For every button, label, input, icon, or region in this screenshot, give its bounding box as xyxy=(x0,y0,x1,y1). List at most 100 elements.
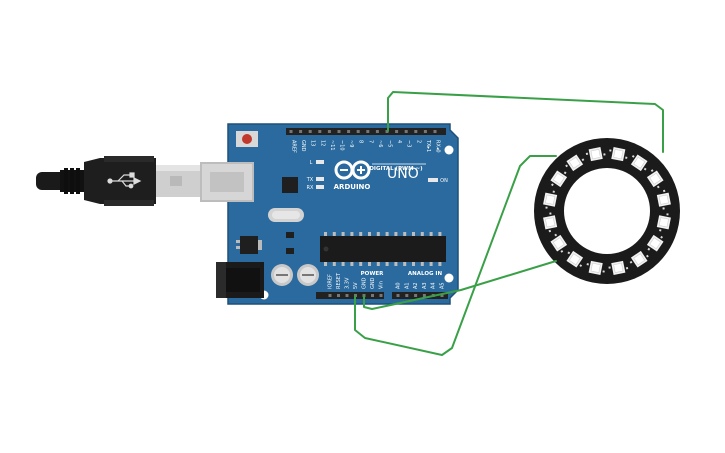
digital-pin-hole[interactable] xyxy=(423,130,427,133)
analog-label: ANALOG IN xyxy=(408,271,443,277)
digital-pin-label: 7 xyxy=(367,140,373,143)
chip-leg xyxy=(332,262,336,266)
power-pin-label: GND xyxy=(370,277,376,289)
neopixel-led xyxy=(550,170,568,188)
analog-pin-label: A4 xyxy=(431,282,437,289)
chip-leg xyxy=(341,232,345,236)
usb-cable[interactable] xyxy=(36,156,202,206)
digital-header-label: DIGITAL (PWM ~) xyxy=(369,166,423,172)
power-pin-label: 3.3V xyxy=(345,277,351,289)
wire-gnd[interactable] xyxy=(363,260,557,310)
chip-leg xyxy=(420,232,424,236)
digital-pin-hole[interactable] xyxy=(318,130,322,133)
neopixel-led xyxy=(608,260,629,275)
chip-leg xyxy=(324,232,327,236)
digital-pin-label: 4 xyxy=(396,140,402,143)
digital-pin-label: 12 xyxy=(319,140,325,146)
power-header xyxy=(316,292,384,299)
neopixel-led xyxy=(656,213,671,232)
digital-pin-hole[interactable] xyxy=(375,130,379,133)
analog-pin-label: A2 xyxy=(413,282,419,289)
neopixel-led xyxy=(586,260,605,275)
chip-leg xyxy=(438,232,442,236)
digital-pin-label: RX◂0 xyxy=(435,140,441,153)
neopixel-ring[interactable] xyxy=(534,138,680,284)
chip-leg xyxy=(368,262,371,266)
digital-pin-label: GND xyxy=(300,140,306,152)
chip-leg xyxy=(403,262,407,266)
chip-leg xyxy=(359,262,363,266)
digital-pin-hole[interactable] xyxy=(366,130,370,133)
chip-leg xyxy=(350,232,354,236)
digital-pin-label: ~5 xyxy=(387,140,393,147)
digital-pin-hole[interactable] xyxy=(433,130,437,133)
chip-leg xyxy=(368,232,371,236)
led-l: L xyxy=(310,160,324,166)
capacitor xyxy=(271,264,293,286)
digital-pin-hole[interactable] xyxy=(337,130,341,133)
chip-leg xyxy=(350,262,354,266)
neopixel-led xyxy=(566,250,584,268)
neopixel-led xyxy=(543,212,558,233)
chip-leg xyxy=(394,232,398,236)
power-pin-hole[interactable] xyxy=(345,294,349,297)
analog-pin-hole[interactable] xyxy=(440,294,444,297)
digital-pin-label: 13 xyxy=(310,140,316,146)
svg-text:RX: RX xyxy=(307,185,314,191)
wire-data-pin6[interactable] xyxy=(387,91,664,153)
power-pin-hole[interactable] xyxy=(371,294,374,297)
chip-leg xyxy=(324,262,327,266)
digital-pin-hole[interactable] xyxy=(395,130,399,133)
svg-text:TX: TX xyxy=(306,177,314,183)
digital-pin-label: ~6 xyxy=(377,140,383,147)
chip-leg xyxy=(376,232,380,236)
led-tx: TX xyxy=(306,177,324,183)
neopixel-led xyxy=(656,189,671,210)
chip-leg xyxy=(438,262,442,266)
wire-5v[interactable] xyxy=(354,155,557,356)
digital-pin-label: ~10 xyxy=(339,140,345,151)
analog-pin-hole[interactable] xyxy=(422,294,426,297)
chip-leg xyxy=(394,262,398,266)
digital-pin-label: ~9 xyxy=(348,140,354,147)
neopixel-led xyxy=(646,234,664,252)
digital-pin-hole[interactable] xyxy=(299,130,303,133)
power-pin-hole[interactable] xyxy=(379,294,383,297)
digital-pin-hole[interactable] xyxy=(308,130,312,133)
analog-pin-label: A5 xyxy=(440,282,446,289)
analog-pin-hole[interactable] xyxy=(396,294,400,297)
neopixel-led xyxy=(585,147,606,162)
power-pin-label: GND xyxy=(362,277,368,289)
power-pin-hole[interactable] xyxy=(337,294,340,297)
chip-leg xyxy=(412,232,415,236)
brand-label: ARDUINO xyxy=(334,183,371,191)
wires xyxy=(354,91,664,356)
power-pin-label: Vin xyxy=(379,281,385,289)
digital-pin-hole[interactable] xyxy=(414,130,418,133)
neopixel-led xyxy=(609,147,628,162)
arduino-logo-icon xyxy=(334,160,371,180)
power-label: POWER xyxy=(361,271,385,277)
neopixel-led xyxy=(550,233,568,253)
digital-pin-hole[interactable] xyxy=(404,130,408,133)
digital-pin-hole[interactable] xyxy=(327,130,331,133)
power-pin-label: 5V xyxy=(353,282,359,289)
power-pin-hole[interactable] xyxy=(328,294,332,297)
digital-pin-label: AREF xyxy=(291,140,297,153)
neopixel-led xyxy=(565,154,585,172)
digital-pin-hole[interactable] xyxy=(289,130,293,133)
chip-leg xyxy=(420,262,424,266)
digital-pin-hole[interactable] xyxy=(347,130,351,133)
reset-button[interactable] xyxy=(236,131,258,147)
analog-pin-hole[interactable] xyxy=(414,294,418,297)
svg-text:L: L xyxy=(310,160,313,166)
analog-pin-hole[interactable] xyxy=(405,294,409,297)
digital-pin-hole[interactable] xyxy=(385,130,389,133)
svg-text:ON: ON xyxy=(440,178,448,184)
digital-pin-hole[interactable] xyxy=(356,130,360,133)
digital-pin-label: 8 xyxy=(358,140,364,143)
usb-symbol-icon xyxy=(107,172,142,189)
analog-pin-label: A1 xyxy=(404,282,410,289)
